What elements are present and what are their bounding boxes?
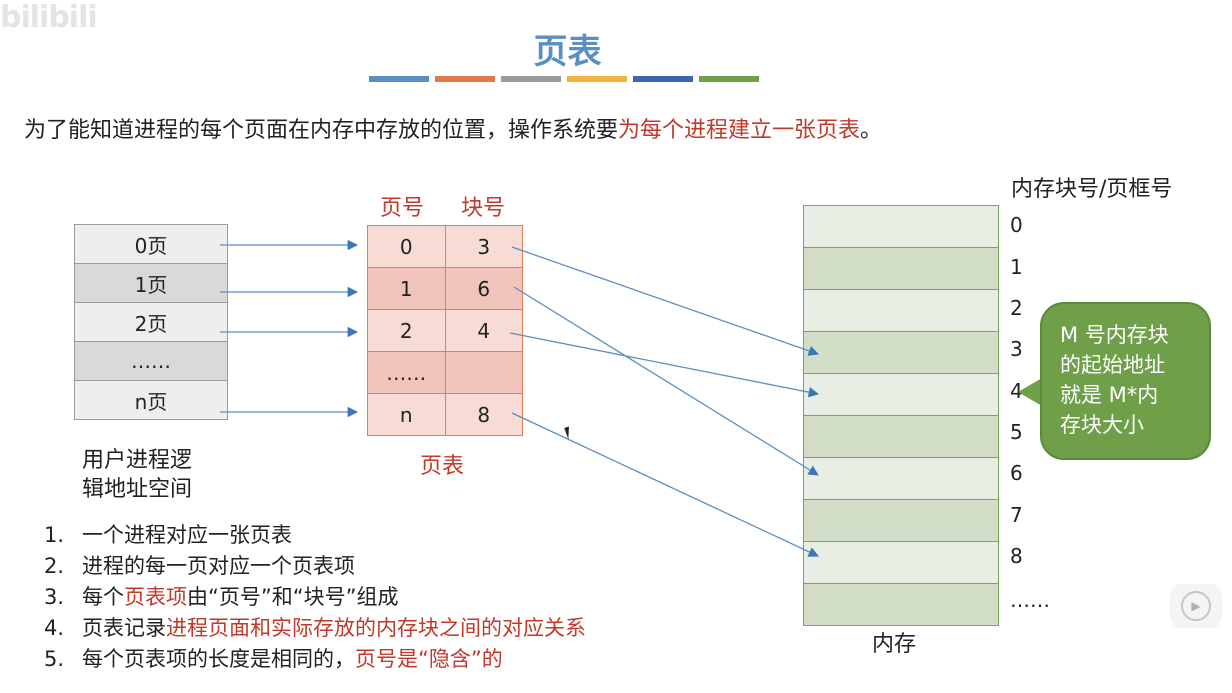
block-number-cell: 8	[444, 394, 523, 435]
arrow-block8	[511, 412, 819, 557]
note-item: 3. 每个页表项由“页号”和“块号”组成	[44, 582, 586, 613]
memory-block-index: 1	[1010, 255, 1023, 279]
bilibili-watermark: bilibili	[0, 0, 98, 35]
note-number: 4.	[44, 616, 65, 640]
play-button[interactable]: ▶	[1170, 584, 1222, 628]
arrow-block6	[513, 286, 819, 476]
logical-caption-line: 辑地址空间	[82, 477, 193, 502]
page-table-caption: 页表	[420, 454, 465, 479]
logical-address-space: 0页 1页 2页 …… n页	[74, 224, 228, 420]
logical-page-cell: ……	[74, 341, 228, 381]
note-item: 4. 页表记录进程页面和实际存放的内存块之间的对应关系	[44, 613, 586, 644]
page-table-row: 0 3	[368, 226, 522, 267]
title-color-bars	[369, 76, 759, 82]
memory-block	[804, 499, 998, 541]
intro-end: 。	[860, 118, 883, 143]
block-number-cell: 3	[444, 226, 523, 267]
note-text: 进程的每一页对应一个页表项	[82, 554, 355, 578]
memory-block	[804, 206, 998, 247]
memory-block-index: 2	[1010, 296, 1023, 320]
note-text: 页表记录	[82, 616, 166, 640]
intro-sentence: 为了能知道进程的每个页面在内存中存放的位置，操作系统要为每个进程建立一张页表。	[24, 112, 882, 144]
callout-line: M 号内存块	[1060, 323, 1169, 347]
memory-block	[804, 373, 998, 415]
color-bar-3	[501, 76, 561, 82]
arrow-block4	[509, 332, 820, 398]
note-highlight: 页表项	[124, 585, 187, 609]
note-text: 由“页号”和“块号”组成	[187, 585, 399, 609]
note-highlight: 进程页面和实际存放的内存块之间的对应关系	[166, 616, 586, 640]
page-number-cell: ……	[386, 360, 427, 385]
page-table-row: 1 6	[368, 267, 522, 309]
page-table-row: 2 4	[368, 309, 522, 351]
page-number-cell: 2	[399, 318, 413, 343]
color-bar-6	[699, 76, 759, 82]
block-number-header: 块号	[461, 196, 506, 221]
note-number: 2.	[44, 554, 65, 578]
page-table-row: ……	[368, 351, 522, 393]
block-number-cell	[444, 352, 523, 393]
note-item: 2. 进程的每一页对应一个页表项	[44, 551, 586, 582]
logical-page-cell: n页	[74, 380, 228, 420]
memory-block	[804, 583, 998, 625]
note-highlight: 页号是“隐含”的	[355, 647, 503, 671]
page-table-row: n 8	[368, 393, 522, 435]
note-number: 5.	[44, 647, 65, 671]
memory-block-header: 内存块号/页框号	[1011, 177, 1173, 202]
logical-space-caption: 用户进程逻 辑地址空间	[82, 446, 192, 504]
page-number-cell: 1	[399, 276, 413, 301]
memory-blocks	[803, 205, 999, 626]
logical-caption-line: 用户进程逻	[82, 448, 193, 473]
block-number-cell: 4	[444, 310, 523, 351]
callout-tail	[1018, 378, 1042, 406]
memory-block-index: 3	[1010, 337, 1023, 361]
logical-page-cell: 0页	[74, 224, 228, 264]
memory-block-index: 8	[1010, 544, 1023, 568]
page-number-cell: n	[399, 402, 413, 427]
memory-block	[804, 331, 998, 373]
note-item: 5. 每个页表项的长度是相同的，页号是“隐含”的	[44, 644, 586, 675]
memory-block-index: 5	[1010, 420, 1023, 444]
logical-page-cell: 1页	[74, 263, 228, 303]
memory-block	[804, 247, 998, 289]
intro-highlight: 为每个进程建立一张页表	[618, 118, 861, 143]
note-text: 一个进程对应一张页表	[82, 523, 292, 547]
intro-text: 为了能知道进程的每个页面在内存中存放的位置，操作系统要	[24, 118, 619, 143]
memory-block	[804, 415, 998, 457]
note-number: 1.	[44, 523, 65, 547]
note-number: 3.	[44, 585, 65, 609]
callout-line: 的起始地址	[1060, 353, 1165, 377]
color-bar-2	[435, 76, 495, 82]
memory-block	[804, 541, 998, 583]
page-title: 页表	[533, 32, 602, 72]
callout-line: 存块大小	[1060, 413, 1144, 437]
note-text: 每个	[82, 585, 124, 609]
play-icon: ▶	[1181, 591, 1211, 621]
memory-block-index: 6	[1010, 461, 1023, 485]
color-bar-4	[567, 76, 627, 82]
page-table: 0 3 1 6 2 4 …… n 8	[367, 225, 523, 436]
page-number-cell: 0	[399, 234, 413, 259]
memory-block-index: ……	[1010, 588, 1050, 612]
memory-block	[804, 289, 998, 331]
note-item: 1. 一个进程对应一张页表	[44, 520, 586, 551]
block-number-cell: 6	[444, 268, 523, 309]
color-bar-1	[369, 76, 429, 82]
memory-block-index: 7	[1010, 503, 1023, 527]
arrow-block3	[511, 246, 819, 356]
notes-list: 1. 一个进程对应一张页表 2. 进程的每一页对应一个页表项 3. 每个页表项由“页号”和…	[44, 520, 586, 675]
color-bar-5	[633, 76, 693, 82]
callout-bubble: M 号内存块 的起始地址 就是 M*内 存块大小	[1040, 302, 1211, 460]
callout-line: 就是 M*内	[1060, 383, 1159, 407]
memory-block	[804, 457, 998, 499]
logical-page-cell: 2页	[74, 302, 228, 342]
memory-block-index: 0	[1010, 213, 1023, 237]
page-number-header: 页号	[380, 196, 425, 221]
memory-caption: 内存	[872, 632, 917, 657]
note-text: 每个页表项的长度是相同的，	[82, 647, 355, 671]
